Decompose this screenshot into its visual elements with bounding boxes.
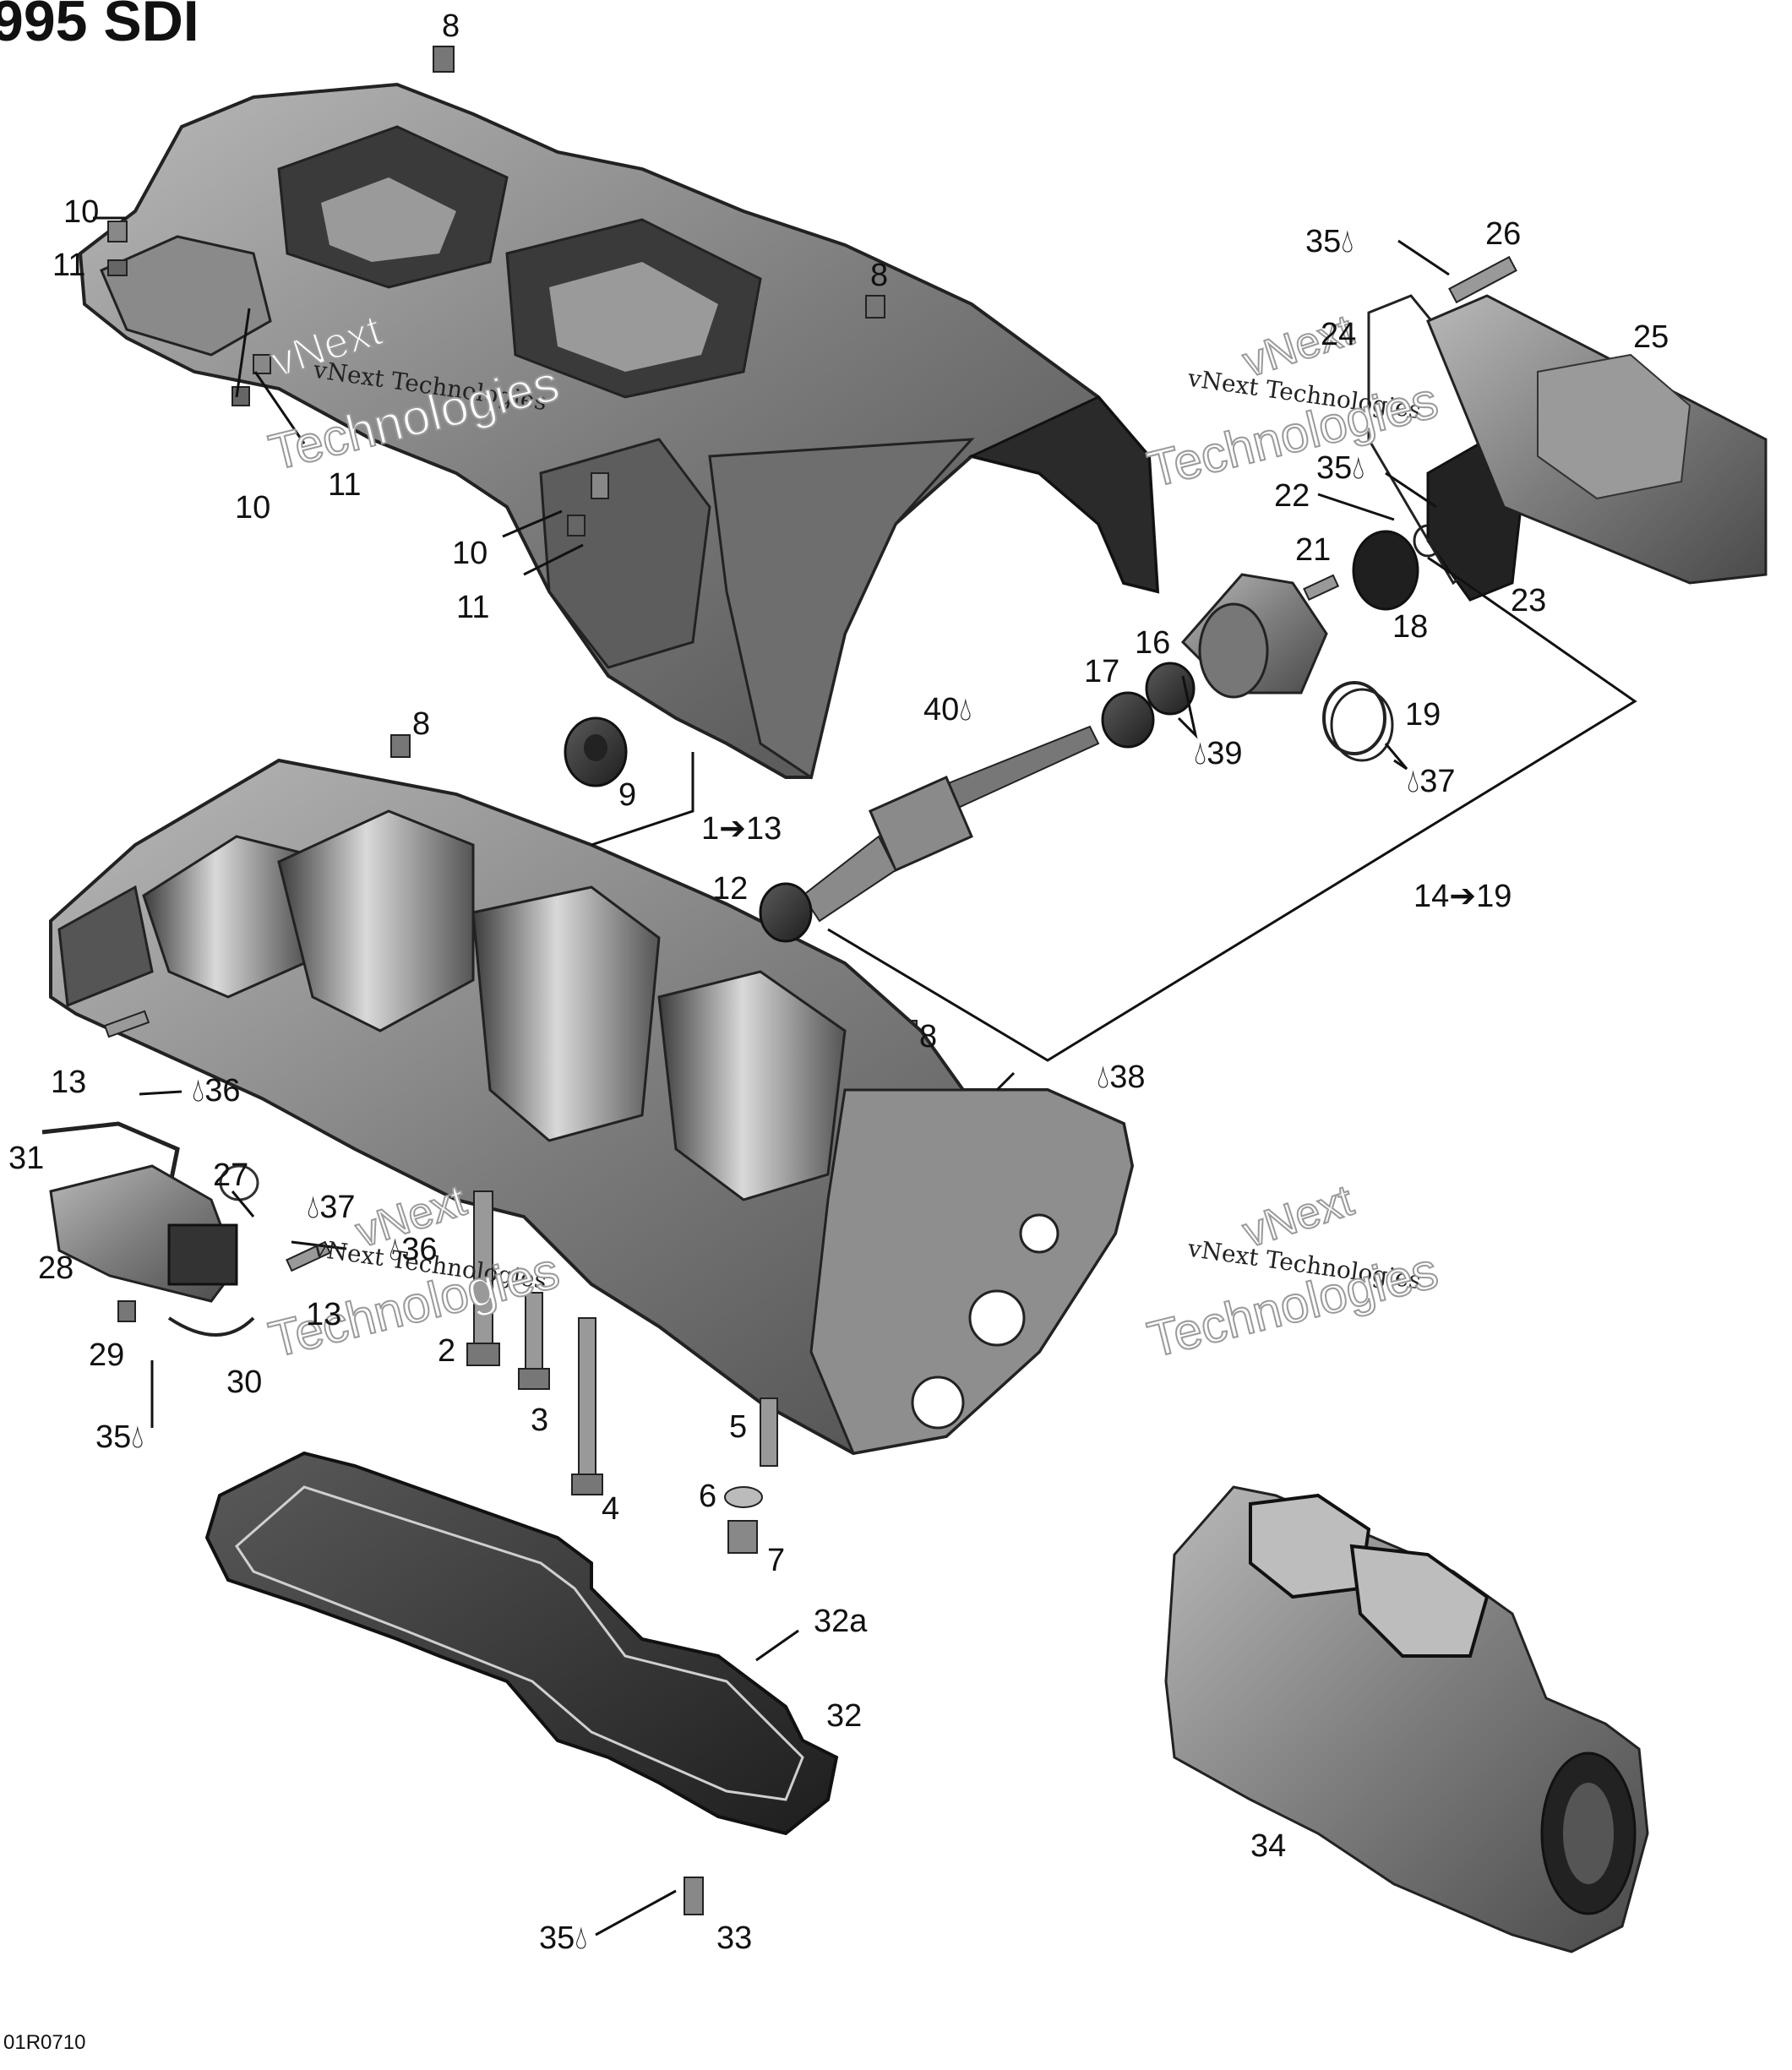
oil-drop-icon: 💧︎ — [959, 692, 972, 727]
callout-37: 💧︎37 — [307, 1190, 356, 1225]
callout-17: 17 — [1084, 654, 1120, 689]
oil-drop-icon: 💧︎ — [307, 1190, 320, 1225]
callout-19: 19 — [1405, 697, 1441, 733]
callout-1-to-13: 1➔13 — [701, 813, 782, 845]
arrow-right-icon: ➔ — [719, 811, 746, 847]
callout-33: 33 — [716, 1920, 753, 1956]
pump-shaft-assembly — [759, 255, 1767, 943]
arrow-right-icon: ➔ — [1449, 879, 1477, 914]
callout-12: 12 — [712, 871, 749, 907]
callout-10: 10 — [235, 490, 271, 526]
callout-39: 💧︎39 — [1194, 736, 1243, 771]
callout-2: 2 — [438, 1333, 456, 1369]
callout-13: 13 — [306, 1297, 342, 1332]
callout-36: 💧︎36 — [192, 1073, 241, 1109]
callout-11: 11 — [52, 248, 86, 283]
callout-11: 11 — [456, 590, 490, 625]
solenoid-group — [41, 1010, 331, 1337]
callout-23: 23 — [1511, 583, 1547, 618]
callout-35: 35💧︎ — [1316, 450, 1365, 486]
leader-lines — [93, 216, 1637, 1937]
lower-crankcase — [49, 758, 1135, 1456]
crankcase-bolts — [466, 1190, 778, 1554]
oil-drop-icon: 💧︎ — [389, 1232, 402, 1267]
callout-10: 10 — [452, 536, 488, 571]
callout-28: 28 — [38, 1250, 74, 1286]
callout-3: 3 — [531, 1403, 549, 1438]
callout-11: 11 — [328, 467, 362, 503]
oil-drop-icon: 💧︎ — [1097, 1060, 1110, 1095]
callout-29: 29 — [89, 1337, 125, 1373]
callout-6: 6 — [699, 1479, 717, 1514]
diagram-title: 995 SDI — [0, 0, 199, 53]
callout-range-end: 19 — [1476, 879, 1512, 914]
callout-30: 30 — [226, 1365, 263, 1400]
callout-34: 34 — [1250, 1828, 1287, 1864]
callout-range-start: 1 — [701, 811, 720, 847]
image-code: 01R0710 — [3, 2031, 86, 2054]
callout-26: 26 — [1485, 216, 1522, 252]
callout-5: 5 — [729, 1409, 748, 1445]
callout-range-end: 13 — [745, 811, 782, 847]
callout-25: 25 — [1633, 319, 1669, 355]
callout-8: 8 — [412, 706, 431, 742]
oil-drop-icon: 💧︎ — [1341, 224, 1354, 259]
callout-8: 8 — [442, 8, 460, 44]
callout-37: 💧︎37 — [1407, 764, 1456, 799]
callout-40: 40💧︎ — [923, 692, 972, 727]
callout-22: 22 — [1274, 478, 1310, 514]
cover-32 — [204, 1451, 839, 1915]
oil-drop-icon: 💧︎ — [192, 1073, 205, 1109]
callout-35: 35💧︎ — [539, 1920, 588, 1956]
upper-crankcase — [78, 82, 1160, 780]
oil-drop-icon: 💧︎ — [131, 1419, 144, 1455]
callout-9: 9 — [618, 777, 637, 813]
callout-31: 31 — [8, 1141, 45, 1176]
callout-18: 18 — [1392, 609, 1429, 645]
callout-13: 13 — [51, 1065, 87, 1100]
callout-38: 💧︎38 — [1097, 1060, 1146, 1095]
engine-assembly-34 — [1164, 1485, 1649, 1953]
oil-drop-icon: 💧︎ — [1352, 450, 1365, 486]
callout-35: 35💧︎ — [1305, 224, 1354, 259]
callout-10: 10 — [63, 194, 100, 230]
bearing-9 — [564, 716, 628, 787]
callout-27: 27 — [213, 1158, 249, 1193]
callout-32a: 32a — [814, 1604, 868, 1639]
callout-8: 8 — [870, 258, 889, 293]
callout-8: 8 — [919, 1019, 938, 1054]
callout-32: 32 — [826, 1698, 863, 1734]
oil-drop-icon: 💧︎ — [575, 1920, 588, 1956]
callout-4: 4 — [602, 1491, 620, 1527]
callout-14-to-19: 14➔19 — [1413, 880, 1511, 912]
callout-7: 7 — [767, 1543, 786, 1578]
callout-16: 16 — [1135, 625, 1171, 661]
oil-drop-icon: 💧︎ — [1194, 736, 1207, 771]
oil-drop-icon: 💧︎ — [1407, 764, 1420, 799]
callout-36: 💧︎36 — [389, 1232, 438, 1267]
callout-21: 21 — [1295, 532, 1332, 568]
callout-35: 35💧︎ — [95, 1419, 144, 1455]
callout-range-start: 14 — [1413, 879, 1450, 914]
callout-24: 24 — [1321, 317, 1357, 352]
